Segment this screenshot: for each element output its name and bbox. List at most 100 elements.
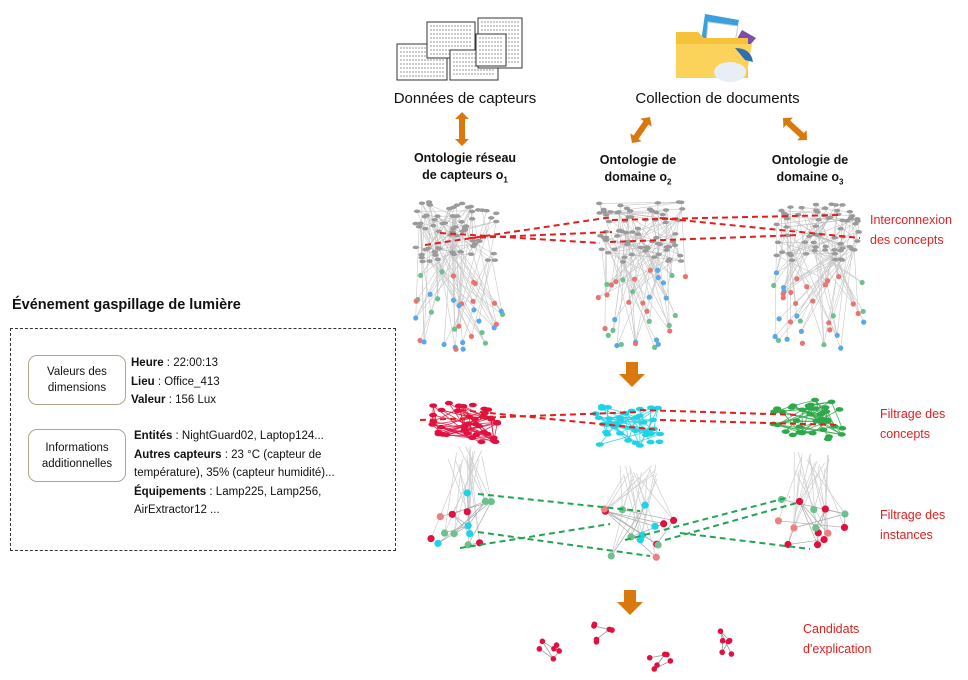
concept-node (656, 242, 663, 247)
instance-node (669, 272, 675, 279)
equipment-value: : Lamp225, Lamp256, (206, 485, 322, 498)
concept-node (773, 222, 780, 227)
graph-edge (415, 225, 467, 302)
graph-edge (614, 222, 666, 250)
graph-edge (778, 242, 843, 261)
concept-node (679, 207, 686, 211)
graph-edge (415, 206, 472, 319)
graph-edge (851, 215, 859, 314)
instance-edge (778, 453, 803, 521)
graph-edge (415, 226, 420, 319)
instance-edge (604, 475, 625, 510)
instance-link (477, 531, 651, 557)
ontology-3-line2: domaine o3 (750, 169, 870, 191)
double-arrow-doc-right (783, 117, 807, 141)
graph-edge (611, 230, 620, 285)
concept-node (827, 215, 834, 220)
instance-edge (794, 470, 829, 534)
graph-edge (601, 249, 608, 295)
instance-node (666, 322, 672, 328)
concept-node (419, 259, 426, 264)
instance-node (632, 341, 639, 347)
ontology-graph-3 (771, 202, 867, 351)
concept-node (478, 208, 486, 212)
dimensions-label: Valeurs des dimensions (47, 366, 107, 394)
instance-node (821, 505, 829, 513)
instance-node (646, 318, 652, 324)
ontology-2-line1: Ontologie de (599, 153, 677, 167)
concept-node (431, 217, 438, 222)
concept-node (672, 232, 679, 236)
concept-node (629, 230, 636, 234)
document-folder-icon (676, 14, 756, 82)
graph-edge (632, 247, 642, 292)
concept-node (648, 208, 655, 213)
candidate-node (591, 621, 598, 628)
instance-edge (619, 465, 623, 510)
instance-node (620, 277, 626, 283)
concept-node (798, 407, 807, 413)
concept-node (654, 201, 662, 205)
instance-node (439, 269, 445, 275)
concept-node (453, 408, 462, 414)
concept-node (603, 212, 610, 217)
graph-edge (786, 220, 843, 228)
concept-node (847, 217, 854, 221)
instance-node (813, 541, 822, 549)
instance-edge (817, 465, 829, 534)
instance-node (773, 270, 780, 276)
graph-edge (420, 223, 472, 337)
graph-edge (628, 216, 674, 243)
graph-edge (814, 250, 835, 255)
concept-node (787, 405, 796, 410)
concept-node (819, 427, 828, 433)
concept-node (622, 230, 630, 235)
instance-node (822, 282, 828, 288)
instance-edge (636, 473, 646, 506)
instance-edge (813, 459, 830, 510)
stage-candidates-line2: d'explication (803, 642, 872, 656)
candidate-graph-1 (536, 638, 562, 662)
graph-edge (834, 210, 838, 250)
concept-link (439, 232, 601, 244)
event-title: Événement gaspillage de lumière (12, 297, 241, 313)
concept-node (472, 432, 481, 437)
instance-node (641, 501, 649, 509)
concept-node (477, 439, 486, 445)
concept-node (855, 230, 862, 234)
concept-node (422, 226, 429, 231)
instance-node (774, 517, 783, 525)
concept-node (812, 245, 819, 249)
concept-node (492, 219, 500, 224)
concept-node (437, 424, 446, 430)
concept-node (659, 212, 666, 217)
concept-node (623, 206, 631, 211)
concept-edge (490, 419, 495, 438)
concept-node (603, 405, 612, 410)
candidate-edge (542, 641, 554, 660)
ontology-label-3: Ontologie de domaine o3 (750, 152, 870, 191)
graph-edge (434, 219, 455, 255)
candidate-edge (539, 648, 554, 660)
graph-edge (790, 255, 796, 304)
instance-node (787, 319, 794, 325)
concept-node (814, 233, 821, 237)
concept-node (484, 258, 492, 262)
instance-edge (451, 450, 482, 515)
instance-node (463, 508, 471, 516)
instance-node (795, 497, 804, 506)
concept-node (434, 431, 443, 437)
instance-node (460, 339, 466, 346)
documents-collection-label: Collection de documents (635, 90, 800, 107)
instance-edge (467, 501, 492, 546)
graph-edge (778, 249, 855, 341)
instance-node (776, 316, 782, 322)
instance-node (838, 345, 844, 351)
equipment-row: Équipements : Lamp225, Lamp256, (134, 483, 335, 502)
concept-node (615, 415, 624, 420)
instance-node (790, 524, 798, 532)
instance-node (631, 276, 638, 282)
instance-node (646, 294, 652, 300)
concept-node (598, 247, 605, 252)
